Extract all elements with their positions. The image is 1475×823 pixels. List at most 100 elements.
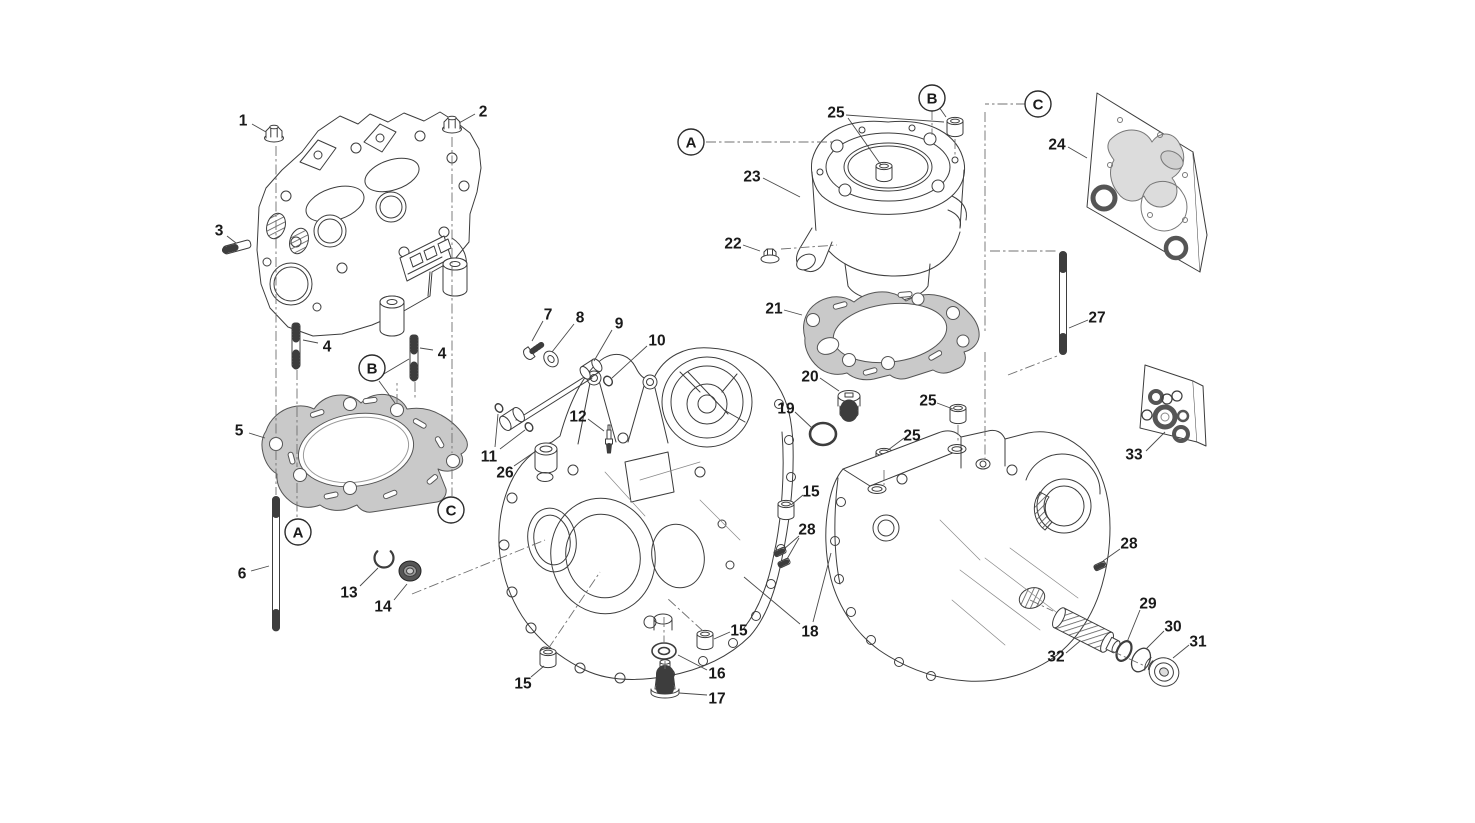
plug-31-drawing: [1144, 657, 1180, 687]
callout-number: 30: [1164, 619, 1181, 636]
o-ring-11b-drawing: [524, 422, 534, 432]
leader-line: [587, 418, 605, 432]
leader-line: [251, 123, 267, 133]
leader-line: [1145, 431, 1166, 452]
leader-line: [499, 429, 526, 450]
ref-marker-C: C: [1024, 90, 1052, 118]
callout-number: 12: [569, 409, 586, 426]
screw-28-right-drawing: [1093, 560, 1107, 572]
callout-10: 10: [611, 333, 666, 379]
leader-line: [887, 437, 905, 451]
callout-number: 26: [496, 465, 514, 482]
head-gasket-drawing: [261, 393, 468, 513]
callout-25: 25: [919, 393, 954, 410]
callout-23: 23: [743, 169, 801, 198]
callout-number: 25: [903, 428, 921, 445]
leader-line: [783, 535, 800, 550]
callout-5: 5: [235, 423, 266, 440]
valve-12-drawing: [605, 424, 613, 454]
stud-3-drawing: [221, 239, 252, 255]
leader-line: [1172, 644, 1190, 659]
leader-line: [250, 565, 270, 572]
callout-number: 15: [802, 484, 820, 501]
callout-number: 15: [514, 676, 532, 693]
callout-15: 15: [713, 623, 748, 640]
washer-8-drawing: [543, 350, 559, 368]
leader-line: [847, 117, 882, 166]
cylinder-head-drawing: [256, 111, 482, 337]
ref-marker-circle: [358, 354, 386, 382]
screw-28-left-drawing: [773, 546, 791, 569]
ref-marker-letter: B: [927, 91, 938, 108]
leader-line: [381, 358, 410, 376]
ref-marker-B: B: [358, 354, 410, 404]
nut-1-drawing: [264, 124, 284, 143]
callout-number: 13: [340, 585, 358, 602]
cylinder-drawing: [796, 120, 967, 302]
leader-line: [611, 345, 648, 379]
callout-number: 31: [1189, 634, 1207, 651]
callout-29: 29: [1126, 596, 1157, 643]
bolt-22-drawing: [760, 248, 780, 264]
stud-4-right-drawing: [409, 334, 419, 382]
o-ring-29-drawing: [1115, 640, 1133, 662]
ref-marker-letter: A: [686, 135, 697, 152]
callout-25: 25: [887, 428, 921, 451]
leader-line: [593, 329, 613, 362]
stud-6-drawing: [272, 496, 280, 632]
callout-19: 19: [777, 401, 813, 429]
bushing-left-drawing: [499, 406, 525, 432]
callout-number: 4: [323, 339, 332, 356]
o-ring-19-drawing: [808, 421, 838, 447]
callout-8: 8: [551, 310, 585, 353]
leader-line: [1067, 146, 1088, 159]
centerline-layer: [275, 103, 1148, 669]
callout-number: 25: [919, 393, 937, 410]
callout-number: 17: [708, 691, 725, 708]
o-ring-10-drawing: [602, 375, 614, 387]
ref-marker-circle: [918, 84, 946, 112]
callout-22: 22: [724, 236, 761, 253]
callout-16: 16: [677, 654, 726, 683]
callout-number: 22: [724, 236, 741, 253]
callout-number: 25: [827, 105, 845, 122]
callout-31: 31: [1172, 634, 1207, 659]
dowel-25b-drawing: [949, 403, 967, 425]
dowel-15b-drawing: [696, 629, 714, 651]
callout-number: 11: [481, 449, 498, 466]
callout-number: 23: [743, 169, 761, 186]
ref-marker-B: B: [918, 84, 947, 118]
callout-15: 15: [514, 665, 545, 693]
callout-4: 4: [302, 339, 332, 356]
callout-21: 21: [765, 301, 803, 318]
callout-12: 12: [569, 409, 605, 432]
ref-marker-C: C: [437, 496, 465, 524]
leader-line: [419, 347, 434, 351]
leader-line: [678, 692, 708, 696]
callout-25: 25: [827, 105, 945, 166]
callout-number: 1: [239, 113, 248, 130]
callout-number: 28: [798, 522, 816, 539]
left-crankcase-half-drawing: [498, 347, 796, 684]
leader-line: [790, 494, 804, 506]
callout-number: 6: [238, 566, 247, 583]
callout-number: 19: [777, 401, 795, 418]
ref-marker-circle: [677, 128, 705, 156]
callout-number: 3: [215, 223, 224, 240]
leader-line: [794, 411, 813, 429]
callout-number: 4: [438, 346, 447, 363]
right-crankcase-half-drawing: [825, 429, 1111, 682]
shaft-assembly-drawing: [494, 341, 614, 454]
callout-number: 27: [1088, 310, 1105, 327]
leader-line: [677, 654, 708, 671]
callout-number: 20: [801, 369, 818, 386]
callout-13: 13: [340, 567, 379, 602]
callout-3: 3: [215, 223, 237, 244]
callout-14: 14: [374, 583, 408, 616]
stud-4-left-drawing: [291, 322, 301, 370]
callout-6: 6: [238, 565, 270, 583]
callout-number: 5: [235, 423, 244, 440]
gasket-kit-24-drawing: [1086, 92, 1208, 273]
leader-line: [378, 380, 396, 404]
